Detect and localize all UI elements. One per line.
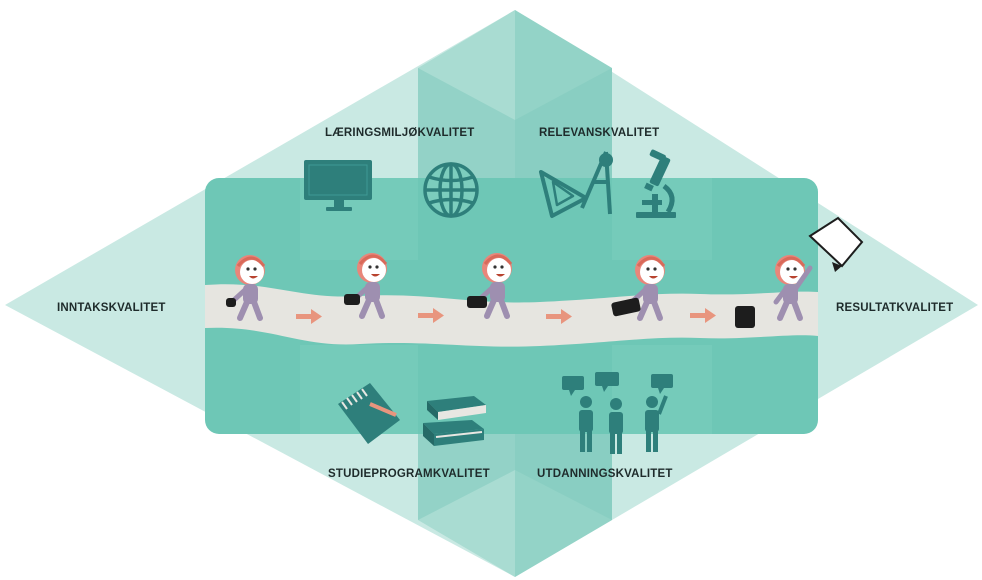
label-resultat: RESULTATKVALITET xyxy=(836,302,953,314)
discussion-people-icon xyxy=(562,372,673,454)
label-relevans: RELEVANSKVALITET xyxy=(539,127,659,139)
monitor-icon xyxy=(304,160,372,211)
student-figure-1 xyxy=(226,255,266,321)
progress-arrow xyxy=(690,308,716,323)
bag-icon xyxy=(226,298,236,307)
bag-icon xyxy=(611,297,641,317)
microscope-icon xyxy=(636,149,676,218)
progress-arrow xyxy=(546,309,572,324)
progress-arrow xyxy=(296,309,322,324)
progress-arrow xyxy=(418,308,444,323)
bag-icon xyxy=(735,306,755,328)
student-figure-5 xyxy=(735,255,813,328)
hex-bottom-center xyxy=(418,432,612,520)
student-figure-2 xyxy=(344,253,388,319)
student-figure-4 xyxy=(611,255,666,321)
label-inntak: INNTAKSKVALITET xyxy=(57,302,166,314)
books-icon xyxy=(423,396,486,446)
label-laeringsmiljo: LÆRINGSMILJØKVALITET xyxy=(325,127,474,139)
band-panel-right xyxy=(612,178,712,260)
notebook-icon xyxy=(338,383,400,444)
hex-top-center xyxy=(418,68,612,178)
label-studieprogram: STUDIEPROGRAMKVALITET xyxy=(328,468,490,480)
bag-icon xyxy=(467,296,487,308)
bag-icon xyxy=(344,294,360,305)
student-figure-3 xyxy=(467,253,513,319)
label-utdanning: UTDANNINGSKVALITET xyxy=(537,468,673,480)
globe-icon xyxy=(423,162,479,218)
diploma-icon xyxy=(808,216,864,272)
drafting-compass-icon xyxy=(539,151,613,218)
